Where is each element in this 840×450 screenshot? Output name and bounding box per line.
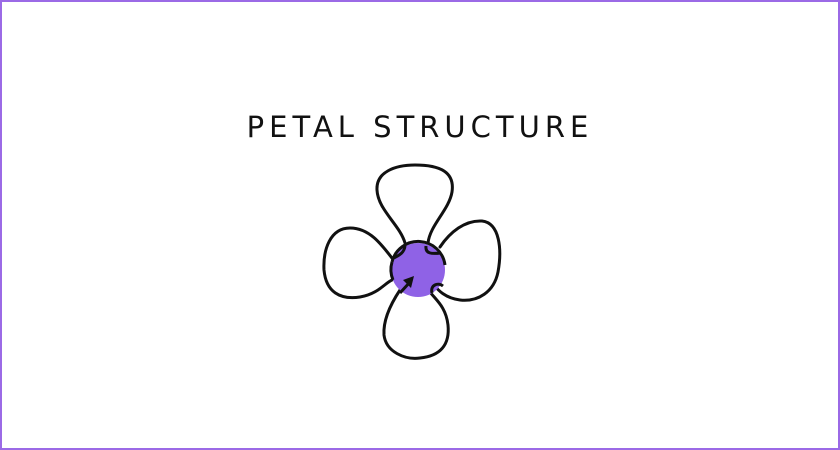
petal-left: [322, 226, 397, 300]
inner-notch-tl: [393, 245, 407, 260]
diagram-title: PETAL STRUCTURE: [246, 110, 594, 144]
petal-right: [432, 219, 502, 302]
petal-bottom: [382, 288, 450, 360]
inner-notch-tr: [424, 245, 442, 255]
flower-center: [391, 243, 445, 297]
inner-notch-br: [430, 282, 444, 294]
petal-top: [375, 163, 454, 245]
arrow-icon: [398, 276, 414, 295]
